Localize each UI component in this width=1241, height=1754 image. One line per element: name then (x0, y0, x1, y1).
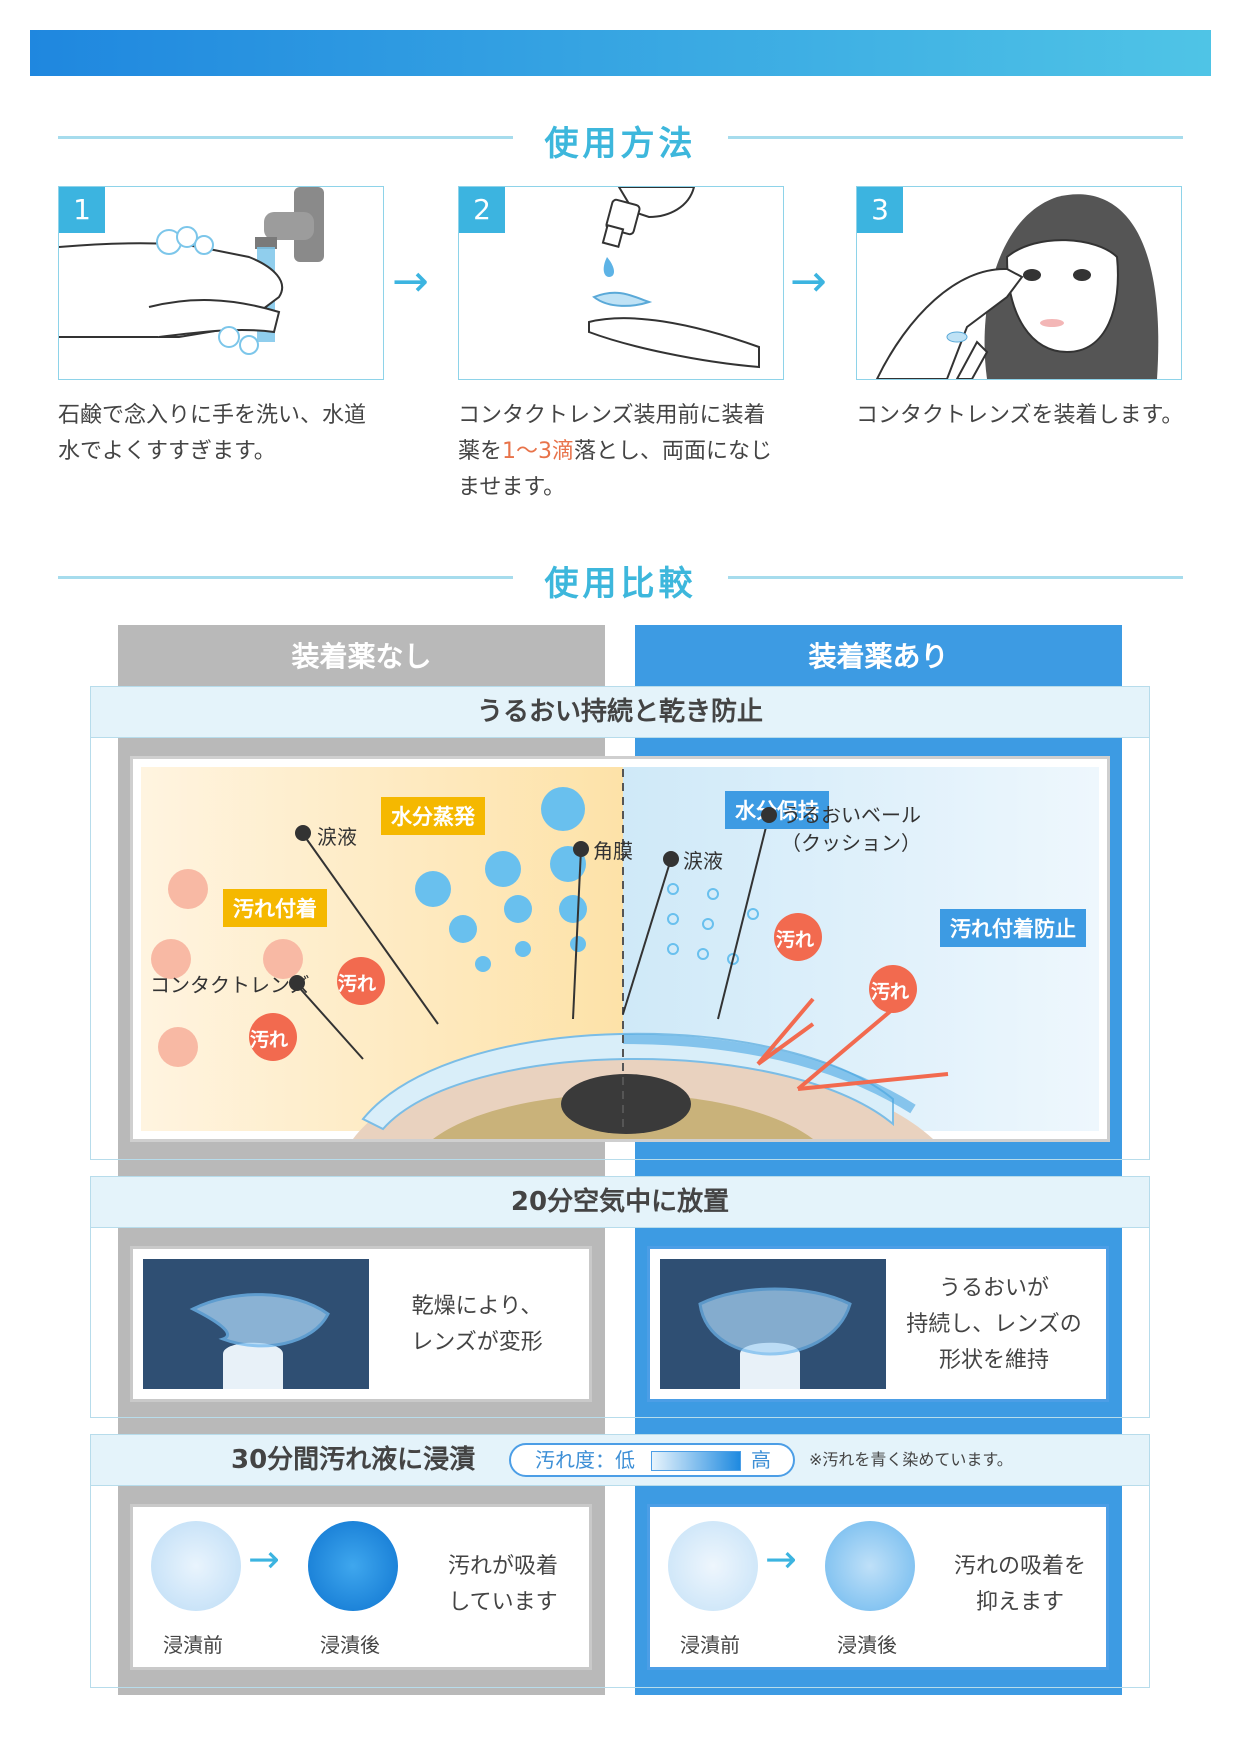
eye-drop-bottle-icon (588, 187, 760, 369)
step-2-illustration: 2 (458, 186, 784, 380)
card-text: 汚れが吸着 しています (423, 1549, 583, 1621)
card-text-line: しています (448, 1590, 558, 1615)
intact-lens-photo-icon (660, 1259, 886, 1389)
label-stain-attach: 汚れ付着 (223, 889, 327, 927)
card-text-line: レンズが変形 (411, 1330, 543, 1355)
label-before: 浸漬前 (680, 1633, 740, 1657)
arrow-right-icon: → (765, 1537, 797, 1581)
label-stain-prevention: 汚れ付着防止 (940, 909, 1086, 947)
lens-before-icon (151, 1521, 241, 1611)
step-3-illustration: 3 (856, 186, 1182, 380)
arrow-right-icon: → (392, 256, 429, 307)
pointer-dot (761, 807, 777, 823)
label-cornea: 角膜 (593, 839, 633, 863)
stain-mark: 汚れ (871, 981, 910, 1003)
label-line: うるおいベール (781, 803, 921, 827)
card-text: 汚れの吸着を 抑えます (940, 1549, 1100, 1621)
step-3-text: コンタクトレンズを装着します。 (856, 398, 1196, 434)
dirt-gradient-scale (651, 1451, 741, 1471)
label-contact-lens: コンタクトレンズ (150, 973, 310, 997)
label-water-evaporation: 水分蒸発 (381, 797, 485, 835)
header-bar (30, 30, 1211, 76)
label-after: 浸漬後 (320, 1633, 380, 1657)
title-rule-right (728, 136, 1183, 139)
card-text-line: 乾燥により、 (411, 1294, 543, 1319)
woman-inserting-lens-icon (875, 194, 1159, 379)
lens-before-icon (668, 1521, 758, 1611)
step-text-line: 水でよくすすぎます。 (58, 439, 276, 464)
label-tears-right: 涙液 (683, 849, 723, 873)
pointer-dot (663, 851, 679, 867)
step-text-line: コンタクトレンズを装着します。 (856, 403, 1184, 428)
arrow-right-icon: → (790, 256, 827, 307)
dirt-level-legend: 汚れ度：低 高 (509, 1443, 795, 1477)
legend-low-label: 汚れ度：低 (535, 1448, 635, 1472)
step-number: 3 (857, 187, 903, 233)
column-header-with: 装着薬あり (808, 640, 949, 673)
pointer-dot (573, 841, 589, 857)
lens-after-icon (308, 1521, 398, 1611)
step-2-text: コンタクトレンズ装用前に装着 薬を1〜3滴落とし、両面になじ ませます。 (458, 398, 798, 506)
label-after: 浸漬後 (837, 1633, 897, 1657)
card-text-line: うるおいが (938, 1276, 1049, 1301)
deformed-lens-photo-icon (143, 1259, 369, 1389)
stain-mark: 汚れ (776, 929, 815, 951)
card-text-line: 汚れが吸着 (447, 1554, 558, 1579)
title-rule-left (58, 576, 513, 579)
step-text-line: 石鹸で念入りに手を洗い、水道 (58, 403, 367, 428)
stain-mark: 汚れ (338, 973, 377, 995)
band-air-exposure: 20分空気中に放置 (90, 1176, 1150, 1228)
card-text: 乾燥により、 レンズが変形 (369, 1289, 585, 1361)
card-text-line: 持続し、レンズの (906, 1312, 1082, 1337)
arrow-right-icon: → (248, 1537, 280, 1581)
column-header-without: 装着薬なし (291, 640, 432, 673)
card-text-line: 抑えます (975, 1590, 1064, 1615)
eye-cross-section-icon (141, 767, 1099, 1139)
card-dirt-without: → 浸漬前 浸漬後 汚れが吸着 しています (130, 1504, 592, 1670)
step-text-line: ませます。 (458, 475, 566, 500)
text-fragment: 薬を (458, 439, 503, 464)
label-tears-left: 涙液 (317, 825, 357, 849)
pointer-dot (289, 975, 305, 991)
card-air-without: 乾燥により、 レンズが変形 (130, 1246, 592, 1402)
band-moisture: うるおい持続と乾き防止 (90, 686, 1150, 738)
label-before: 浸漬前 (163, 1633, 223, 1657)
card-air-with: うるおいが 持続し、レンズの 形状を維持 (647, 1246, 1109, 1402)
section-title-usage: 使用方法 (544, 124, 697, 164)
title-rule-left (58, 136, 513, 139)
step-text-line: コンタクトレンズ装用前に装着 (458, 403, 766, 428)
step-number: 2 (459, 187, 505, 233)
step-number: 1 (59, 187, 105, 233)
eye-diagram: 水分蒸発 汚れ付着 涙液 コンタクトレンズ 汚れ 汚れ 水分保持 角膜 涙液 う… (130, 756, 1110, 1142)
step-1-text: 石鹸で念入りに手を洗い、水道 水でよくすすぎます。 (58, 398, 398, 470)
step-text-line: 薬を1〜3滴落とし、両面になじ (458, 434, 798, 470)
lens-after-icon (825, 1521, 915, 1611)
text-fragment: 落とし、両面になじ (574, 439, 773, 464)
stain-mark: 汚れ (250, 1029, 289, 1051)
card-text-line: 形状を維持 (938, 1348, 1049, 1373)
legend-high-label: 高 (751, 1448, 771, 1472)
step-1-illustration: 1 (58, 186, 384, 380)
dye-note: ※汚れを青く染めています。 (809, 1450, 1013, 1469)
card-dirt-with: → 浸漬前 浸漬後 汚れの吸着を 抑えます (647, 1504, 1109, 1670)
pointer-dot (295, 825, 311, 841)
hand-washing-icon (59, 187, 324, 355)
label-water-retention: 水分保持 (725, 791, 829, 829)
section-title-compare: 使用比較 (544, 564, 697, 604)
card-text: うるおいが 持続し、レンズの 形状を維持 (886, 1271, 1102, 1379)
card-text-line: 汚れの吸着を (953, 1554, 1086, 1579)
label-line: （クッション） (781, 831, 921, 855)
label-moisture-veil: うるおいベール （クッション） (781, 801, 921, 857)
title-rule-right (728, 576, 1183, 579)
band-dirt-soak: 30分間汚れ液に浸漬 汚れ度：低 高 ※汚れを青く染めています。 (90, 1434, 1150, 1486)
drop-count-highlight: 1〜3滴 (502, 439, 575, 464)
band-dirt-title: 30分間汚れ液に浸漬 (231, 1445, 476, 1475)
